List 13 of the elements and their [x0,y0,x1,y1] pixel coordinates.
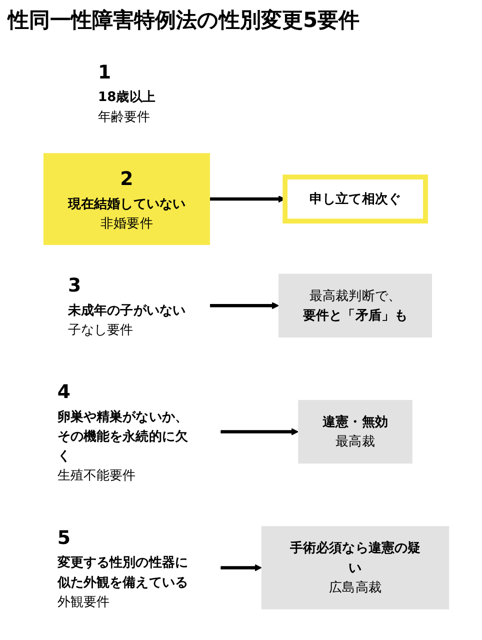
node-box: 2 現在結婚していない 非婚要件 [43,153,210,245]
arrow [210,302,279,310]
node-box: 手術必須なら違憲の疑い 広島高裁 [261,526,450,610]
node-text: 5 変更する性別の性器に似た外観を備えている 外観要件 [57,528,188,609]
diagram-title: 性同一性障害特例法の性別変更5要件 [6,7,361,34]
arrow [220,428,298,436]
node-text: 4 卵巣や精巣がないか、その機能を永続的に欠く 生殖不能要件 [57,382,188,483]
node-text: 3 未成年の子がいない 子なし要件 [68,275,186,337]
node-box: 申し立て相次ぐ [282,174,428,224]
node-box: 違憲・無効 最高裁 [298,400,412,464]
node-text: 1 18歳以上 年齢要件 [98,62,156,124]
node-box: 最高裁判断で、 要件と「矛盾」も [278,274,432,338]
arrow [220,564,262,572]
